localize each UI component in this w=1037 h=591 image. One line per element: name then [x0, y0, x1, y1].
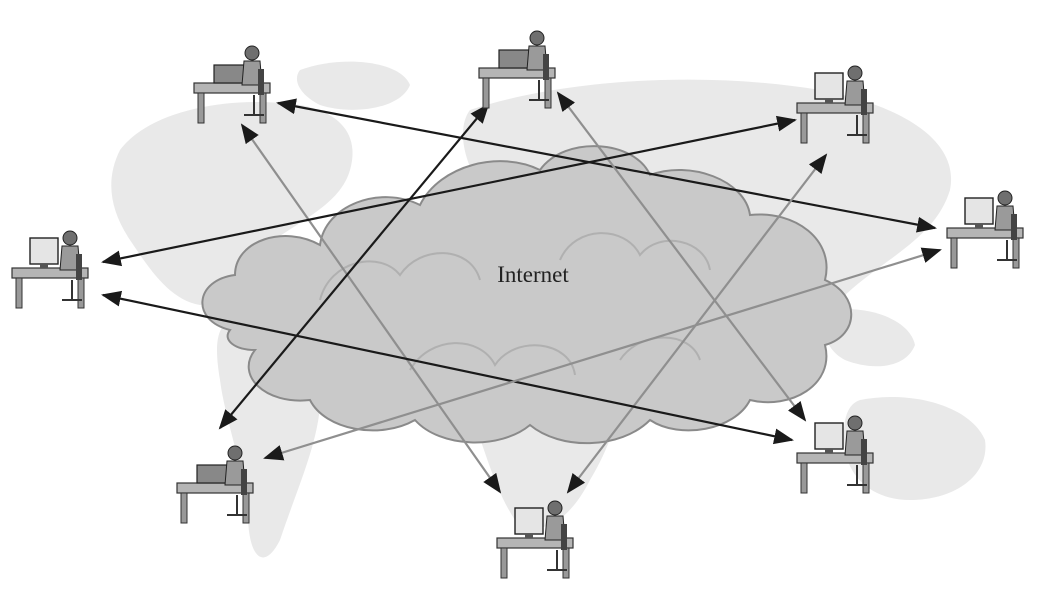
desk-leg: [15, 277, 23, 309]
desk-leg: [242, 492, 250, 524]
monitor-icon: [29, 237, 59, 265]
desk-leg: [1012, 237, 1020, 269]
chair-back: [543, 54, 549, 80]
connection-link-top-right-desktop-user-to-left-desktop-user: [101, 115, 797, 267]
monitor-stand: [525, 534, 533, 538]
workstation-bottom-left-laptop-user: [176, 445, 254, 524]
workstation-top-center-laptop-user: [478, 30, 556, 109]
user-head-icon: [227, 445, 243, 461]
desk-leg: [800, 462, 808, 494]
desk: [946, 227, 1024, 239]
workstation-bottom-center-desktop-user: [496, 500, 574, 579]
desk: [496, 537, 574, 549]
connection-link-bottom-left-laptop-user-to-right-desktop-user: [263, 247, 942, 461]
monitor-icon: [814, 422, 844, 450]
laptop-icon: [213, 64, 245, 84]
connection-links: [101, 91, 942, 494]
chair-back: [861, 89, 867, 115]
desk-leg: [562, 547, 570, 579]
monitor-stand: [825, 99, 833, 103]
workstation-right-desktop-user: [946, 190, 1024, 269]
user-head-icon: [529, 30, 545, 46]
desk-leg: [482, 77, 490, 109]
laptop-icon: [498, 49, 530, 69]
monitor-stand: [825, 449, 833, 453]
desk-leg: [180, 492, 188, 524]
desk-leg: [544, 77, 552, 109]
workstation-left-desktop-user: [11, 230, 89, 309]
chair-back: [241, 469, 247, 495]
chair-back: [561, 524, 567, 550]
desk-leg: [862, 112, 870, 144]
desk-leg: [500, 547, 508, 579]
cloud-label: Internet: [497, 262, 569, 287]
chair-back: [1011, 214, 1017, 240]
chair-back: [861, 439, 867, 465]
workstations: [11, 30, 1024, 579]
desk-leg: [197, 92, 205, 124]
desk-leg: [862, 462, 870, 494]
monitor-icon: [514, 507, 544, 535]
map-greenland: [296, 61, 410, 110]
user-head-icon: [547, 500, 563, 516]
monitor-icon: [964, 197, 994, 225]
workstation-top-left-laptop-user: [193, 45, 271, 124]
user-head-icon: [62, 230, 78, 246]
monitor-stand: [40, 264, 48, 268]
monitor-stand: [975, 224, 983, 228]
desk: [796, 102, 874, 114]
user-head-icon: [244, 45, 260, 61]
desk-leg: [800, 112, 808, 144]
desk-leg: [950, 237, 958, 269]
workstation-bottom-right-desktop-user: [796, 415, 874, 494]
workstation-top-right-desktop-user: [796, 65, 874, 144]
desk-leg: [77, 277, 85, 309]
chair-back: [258, 69, 264, 95]
desk: [796, 452, 874, 464]
desk: [11, 267, 89, 279]
laptop-icon: [196, 464, 228, 484]
user-head-icon: [997, 190, 1013, 206]
desk-leg: [259, 92, 267, 124]
monitor-icon: [814, 72, 844, 100]
user-head-icon: [847, 65, 863, 81]
chair-back: [76, 254, 82, 280]
user-head-icon: [847, 415, 863, 431]
